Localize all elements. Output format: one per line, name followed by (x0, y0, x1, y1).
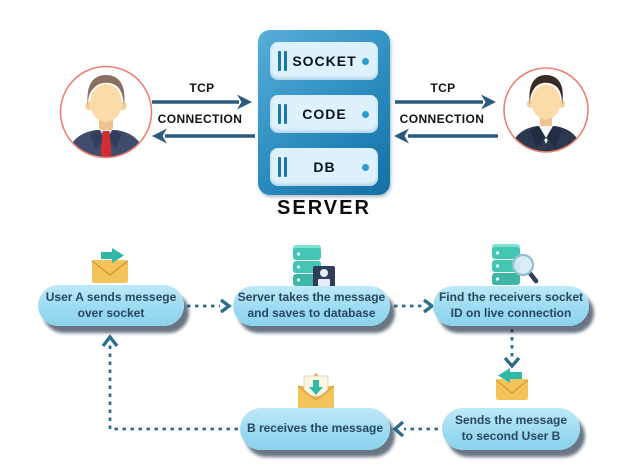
database-search-icon (487, 243, 539, 289)
right-connection-label: CONNECTION (399, 112, 485, 126)
left-tcp-label: TCP (189, 81, 215, 95)
step-text-line: to second User B (461, 429, 561, 443)
slot-label: SOCKET (292, 53, 357, 69)
server-slot-code: CODE (270, 95, 378, 133)
step-text-line: over socket (77, 305, 145, 320)
envelope-send-right-icon (86, 246, 134, 284)
server-tower: SOCKET CODE DB (258, 30, 390, 195)
server-slot-db: DB (270, 148, 378, 186)
user-a-avatar (58, 64, 154, 160)
connector-step1-step2 (187, 298, 232, 314)
envelope-send-left-icon (488, 366, 536, 402)
step-text-line: Server takes the message (237, 290, 386, 305)
slot-label: DB (313, 159, 336, 175)
left-connection-label: CONNECTION (157, 112, 243, 126)
step-text-line: Sends the message (454, 413, 568, 428)
right-tcp-label: TCP (430, 81, 456, 95)
step-text-line: and saves to database (247, 306, 376, 320)
database-save-icon (287, 244, 337, 290)
flow-step-find-socket-id: Find the receivers socket ID on live con… (433, 286, 589, 326)
arrow-server-to-user-a (152, 128, 255, 144)
step-text-line: B receives the message (246, 421, 384, 436)
flow-step-user-a-sends: User A sends messege over socket (38, 285, 184, 326)
arrow-user-b-to-server (394, 128, 498, 144)
arrow-user-a-to-server (152, 94, 252, 110)
slot-dot-icon (362, 163, 369, 171)
step-text-line: Find the receivers socket (438, 290, 584, 305)
flow-step-sends-to-user-b: Sends the message to second User B (442, 408, 580, 450)
slot-dot-icon (362, 57, 369, 65)
server-slot-socket: SOCKET (270, 42, 378, 80)
server-caption: SERVER (277, 197, 371, 219)
flow-step-server-saves: Server takes the message and saves to da… (233, 286, 390, 326)
businessman-dark-suit-avatar (503, 67, 589, 153)
connector-step5-step1 (101, 334, 238, 431)
slot-bars-icon (278, 51, 287, 71)
slot-label: CODE (302, 106, 347, 122)
connector-step4-step5 (392, 420, 438, 438)
flow-step-b-receives: B receives the message (240, 408, 390, 450)
slot-bars-icon (278, 104, 287, 124)
slot-dot-icon (362, 110, 369, 118)
businessman-red-tie-avatar (59, 65, 153, 159)
step-text-line: ID on live connection (450, 306, 572, 320)
slot-bars-icon (278, 157, 287, 177)
envelope-open-down-icon (294, 372, 338, 410)
step-text-line: User A sends messege (45, 289, 177, 304)
user-b-avatar (502, 66, 590, 154)
arrow-server-to-user-b (395, 94, 496, 110)
connector-step2-step3 (394, 298, 435, 314)
connector-step3-step4 (503, 329, 521, 369)
